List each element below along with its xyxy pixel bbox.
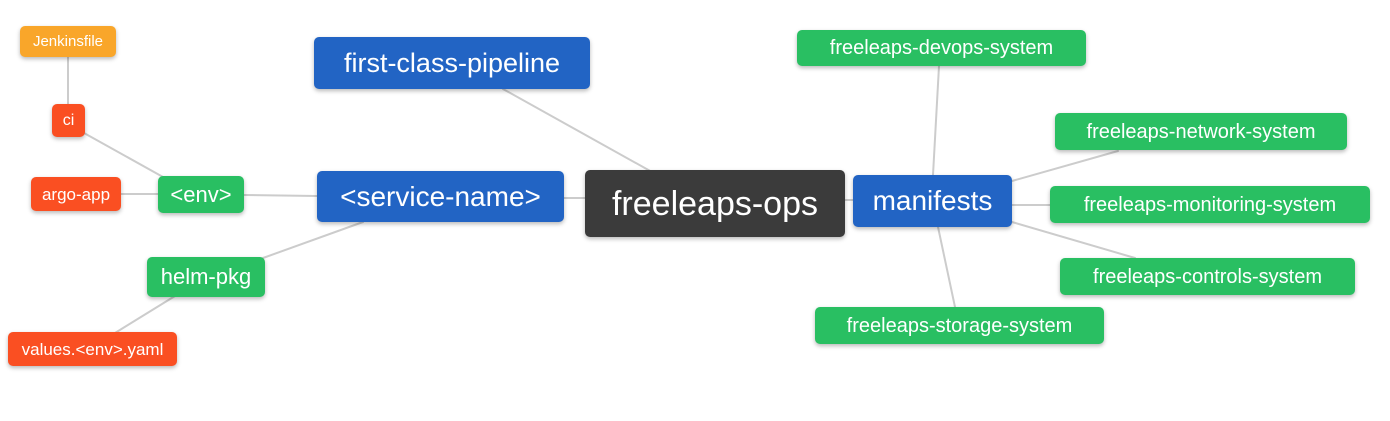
node-service-name[interactable]: <service-name>: [317, 171, 564, 222]
edge-ci-env: [83, 132, 164, 178]
node-ci[interactable]: ci: [52, 104, 85, 137]
edge-env-service-name: [243, 194, 318, 197]
edge-first-class-pipeline-freeleaps-ops: [502, 88, 653, 173]
edge-helm-pkg-values-env-yaml: [114, 295, 176, 334]
node-first-class-pipeline[interactable]: first-class-pipeline: [314, 37, 590, 89]
edge-manifests-storage-system: [937, 226, 956, 308]
node-helm-pkg[interactable]: helm-pkg: [147, 257, 265, 297]
edge-manifests-network-system: [1011, 150, 1119, 182]
node-freeleaps-ops[interactable]: freeleaps-ops: [585, 170, 845, 237]
node-network-system[interactable]: freeleaps-network-system: [1055, 113, 1347, 150]
node-controls-system[interactable]: freeleaps-controls-system: [1060, 258, 1355, 295]
node-monitoring-system[interactable]: freeleaps-monitoring-system: [1050, 186, 1370, 223]
node-devops-system[interactable]: freeleaps-devops-system: [797, 30, 1086, 66]
node-manifests[interactable]: manifests: [853, 175, 1012, 227]
node-storage-system[interactable]: freeleaps-storage-system: [815, 307, 1104, 344]
node-argo-app[interactable]: argo-app: [31, 177, 121, 211]
edge-manifests-controls-system: [1011, 221, 1136, 259]
node-values-env-yaml[interactable]: values.<env>.yaml: [8, 332, 177, 366]
node-env[interactable]: <env>: [158, 176, 244, 213]
edge-service-name-helm-pkg: [262, 221, 364, 259]
edge-manifests-devops-system: [932, 65, 940, 176]
node-jenkinsfile[interactable]: Jenkinsfile: [20, 26, 116, 57]
